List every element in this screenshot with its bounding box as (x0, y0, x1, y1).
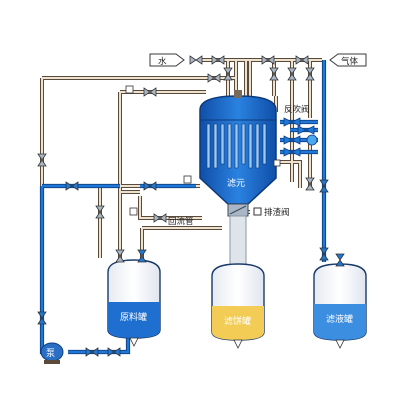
slag-valve[interactable]: 排渣阀 (253, 207, 290, 218)
slag-valve-label: 排渣阀 (264, 207, 290, 218)
instruments (125, 85, 281, 216)
discharge-pipe (229, 215, 247, 269)
tank-outlet-valves[interactable] (129, 337, 345, 349)
slag-tank: 滤饼罐 (211, 263, 265, 341)
line-valves[interactable] (37, 55, 345, 357)
water-inlet: 水 (149, 53, 185, 67)
water-label: 水 (158, 56, 167, 67)
return-pipe-label: 回流管 (168, 216, 194, 227)
pump[interactable]: 泵 (40, 342, 64, 364)
blue-pipe-network (39, 60, 327, 355)
backwash-valve-label: 反吹阀 (284, 104, 310, 115)
filter-element-label: 滤元 (227, 177, 245, 189)
filtrate-tank: 滤液罐 (313, 263, 367, 341)
filtrate-tank-label: 滤液罐 (326, 313, 353, 325)
backwash-valves[interactable] (283, 117, 318, 157)
raw-material-tank: 原料罐 (107, 259, 161, 339)
raw-tank-label: 原料罐 (120, 311, 147, 323)
filter-vessel: 滤元 (199, 90, 277, 217)
gas-inlet: 气体 (329, 53, 367, 67)
slag-tank-label: 滤饼罐 (224, 315, 251, 327)
pump-label: 泵 (46, 348, 55, 359)
gas-label: 气体 (341, 56, 359, 67)
filter-elements (206, 123, 267, 169)
brown-pipe-network (40, 58, 322, 330)
